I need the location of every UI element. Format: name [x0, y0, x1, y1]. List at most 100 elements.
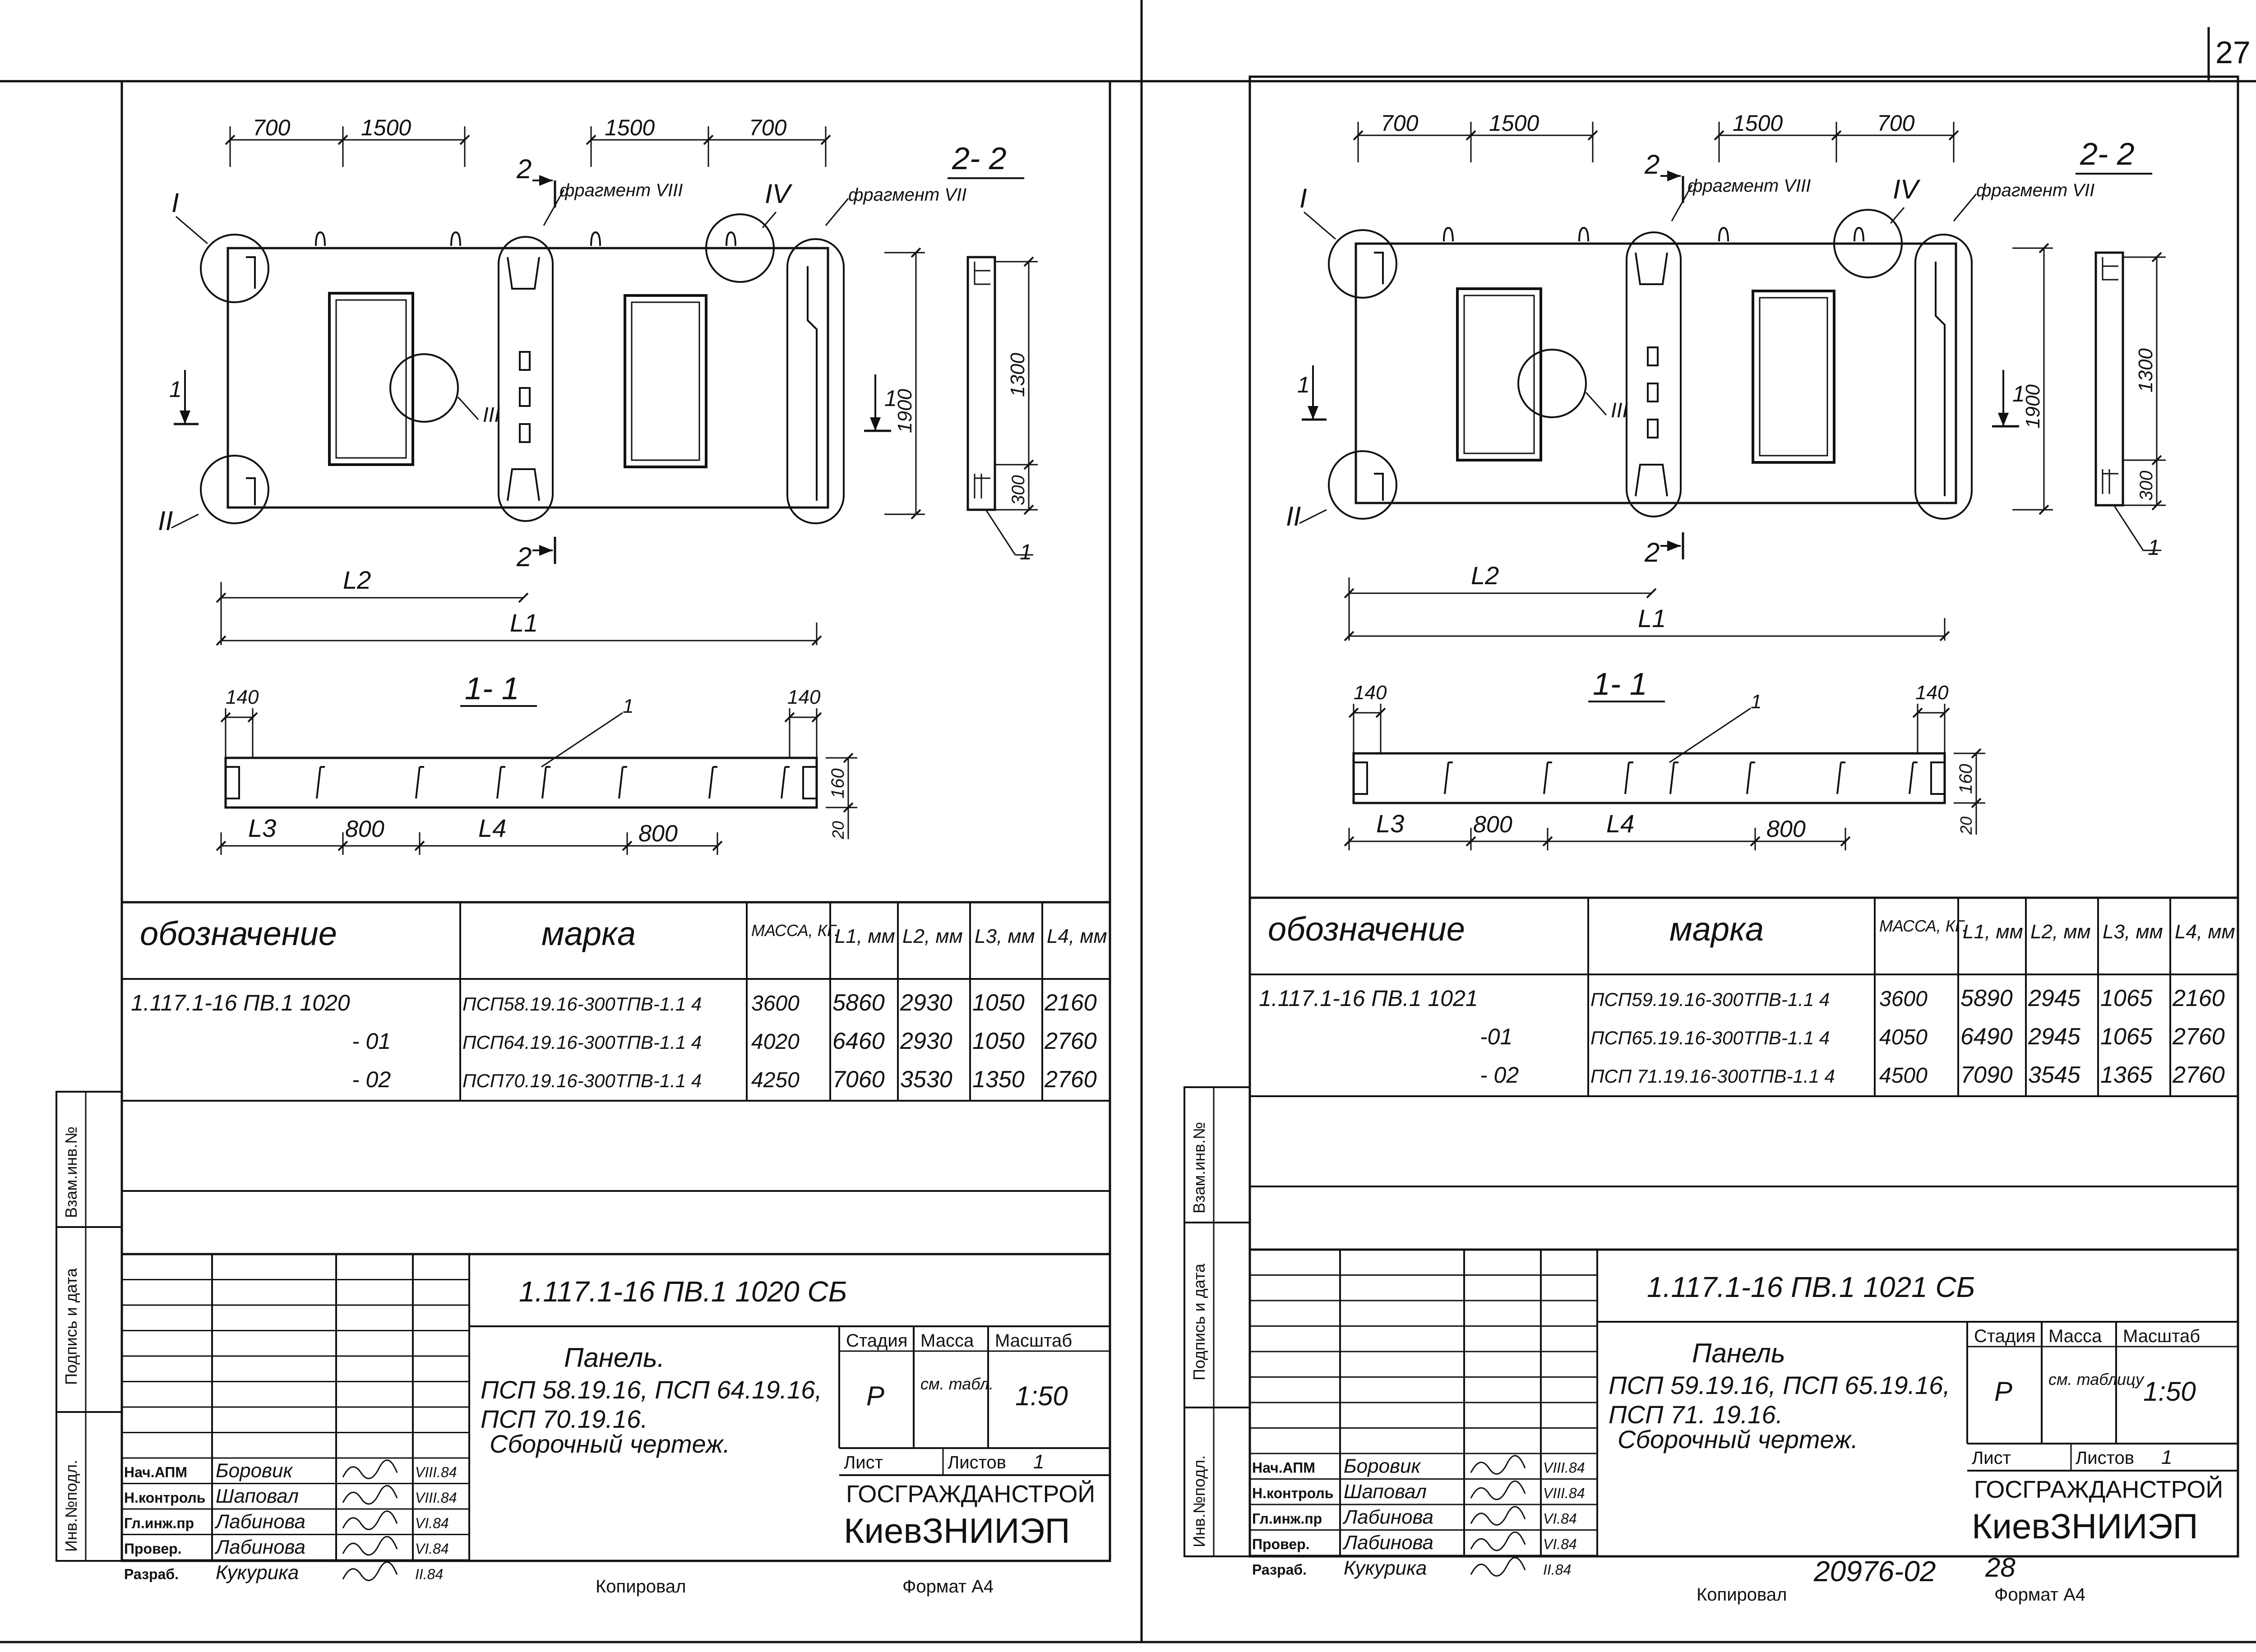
table-cell-L3: 1065 [2100, 985, 2153, 1011]
cut-arrowhead [870, 417, 881, 431]
callout-circle-iii [1517, 349, 1587, 418]
dim-700-right: 700 [749, 115, 787, 140]
dim-L1: L1 [510, 609, 538, 637]
marker-ii: II [1286, 501, 1301, 531]
table-cell-mass: 3600 [1879, 987, 1928, 1011]
signature-scribble [1470, 1480, 1526, 1500]
dim-L2: L2 [343, 566, 371, 594]
section-2-2-body [966, 256, 996, 511]
dim-300: 300 [1008, 475, 1028, 505]
section-2-2-body [2094, 251, 2124, 507]
callout-circle-ii [1328, 450, 1397, 520]
section-1-1-body [1352, 752, 1946, 804]
leader-i [1304, 211, 1336, 240]
stamp-date: VI.84 [415, 1541, 449, 1557]
end-detail [1935, 262, 1946, 496]
stamp-date: VIII.84 [1543, 1460, 1585, 1476]
dim-tick [1971, 748, 1982, 759]
dim-800-b: 800 [638, 821, 678, 847]
table-header-L3: L3, мм [975, 925, 1035, 947]
stamp-role: Провер. [1252, 1536, 1310, 1552]
end-capsule [786, 238, 845, 524]
dim-1900: 1900 [894, 389, 916, 433]
signature-scribble [1470, 1531, 1526, 1551]
stamp-date: VI.84 [1543, 1536, 1577, 1552]
cut-1-left: 1 [1297, 372, 1310, 397]
stamp-role: Гл.инж.пр [124, 1515, 194, 1532]
rib-mark [1746, 761, 1755, 794]
table-cell-L2: 2930 [900, 990, 952, 1016]
stamp-name: Боровик [1344, 1455, 1421, 1477]
stamp-name: Лабинова [214, 1536, 305, 1558]
stamp-title-1: ПСП 59.19.16, ПСП 65.19.16, [1609, 1371, 1950, 1399]
table-cell-designation: 1.117.1-16 ПВ.1 1020 [131, 990, 350, 1015]
page-number: 27 [2215, 35, 2251, 70]
rib-mark [415, 766, 424, 799]
dim-tick [337, 134, 348, 145]
callout-circle-ii [200, 455, 269, 524]
dim-tick [225, 134, 236, 145]
table-cell-mass: 4020 [751, 1030, 800, 1054]
table-cell-L3: 1365 [2100, 1062, 2153, 1088]
stamp-mass-label: Масса [920, 1331, 974, 1351]
leader-iii [457, 396, 479, 420]
marker-i: I [171, 188, 179, 218]
signature-scribble [342, 1536, 398, 1556]
stamp-mass: см. таблицу [2048, 1370, 2145, 1389]
table-cell-designation: -01 [1480, 1024, 1512, 1049]
joint-slot [519, 423, 531, 443]
table-cell-designation: - 02 [1480, 1062, 1519, 1088]
table-header-mark: марка [1669, 910, 1764, 948]
stamp-scale-label: Масштаб [995, 1331, 1072, 1351]
stamp-scale: 1:50 [2143, 1376, 2196, 1407]
table-cell-mark: ПСП59.19.16-300ТПВ-1.1 4 [1590, 989, 1830, 1010]
cut-2-bottom: 2 [1644, 537, 1660, 568]
stamp-role: Н.контроль [124, 1490, 205, 1506]
dim-L2: L2 [1471, 561, 1499, 590]
fragment-vii-label: фрагмент VII [1976, 180, 2094, 200]
side-vzam-inv: Взам.инв.№ [1190, 1122, 1208, 1214]
cut-1-right: 1 [884, 386, 897, 411]
rib-mark [781, 766, 790, 799]
stamp-role: Гл.инж.пр [1252, 1511, 1322, 1527]
signature-scribble [342, 1459, 398, 1479]
dim-800-b: 800 [1766, 816, 1806, 842]
window-left-inner [1463, 295, 1535, 454]
table-cell-designation: 1.117.1-16 ПВ.1 1021 [1259, 986, 1478, 1011]
dim-tick [1023, 504, 1034, 515]
dim-tick [1023, 459, 1034, 470]
dim-L1: L1 [1638, 604, 1666, 632]
table-cell-L4: 2160 [2172, 985, 2225, 1011]
callout-circle-iv [705, 213, 775, 283]
side-inv-orig: Инв.№подл. [1190, 1455, 1208, 1547]
rib-mark [1669, 761, 1678, 794]
dim-800-a: 800 [345, 816, 384, 842]
stamp-title-3: Сборочный чертеж. [1618, 1425, 1858, 1454]
table-header-designation: обозначение [1268, 910, 1465, 948]
footer-left-format: Формат А4 [902, 1577, 994, 1597]
cut-arrowhead [180, 411, 190, 424]
dim-tick [2151, 455, 2162, 466]
footer-left-copied: Копировал [596, 1577, 686, 1597]
dim-1300: 1300 [2135, 348, 2157, 392]
dim-160: 160 [828, 768, 848, 798]
dim-tick [1465, 130, 1476, 141]
sec22-bottom-detail [2102, 469, 2118, 494]
table-cell-mass: 3600 [751, 992, 800, 1015]
dim-tick [2151, 252, 2162, 263]
section-2-2-marker-1: 1 [2148, 536, 2160, 560]
stamp-date: VIII.84 [415, 1464, 457, 1481]
dim-tick [1023, 256, 1034, 267]
joint-key-top [1635, 252, 1668, 285]
window-right [624, 294, 707, 468]
stamp-name: Кукурика [1344, 1557, 1427, 1579]
table-cell-L2: 2930 [900, 1028, 952, 1054]
stamp-org1: ГОСГРАЖДАНСТРОЙ [846, 1480, 1095, 1508]
dim-tick [1353, 130, 1364, 141]
lift-loop [315, 231, 326, 246]
rib-mark [1909, 761, 1918, 794]
rib-mark [708, 766, 717, 799]
table-cell-L1: 6490 [1960, 1024, 2013, 1050]
